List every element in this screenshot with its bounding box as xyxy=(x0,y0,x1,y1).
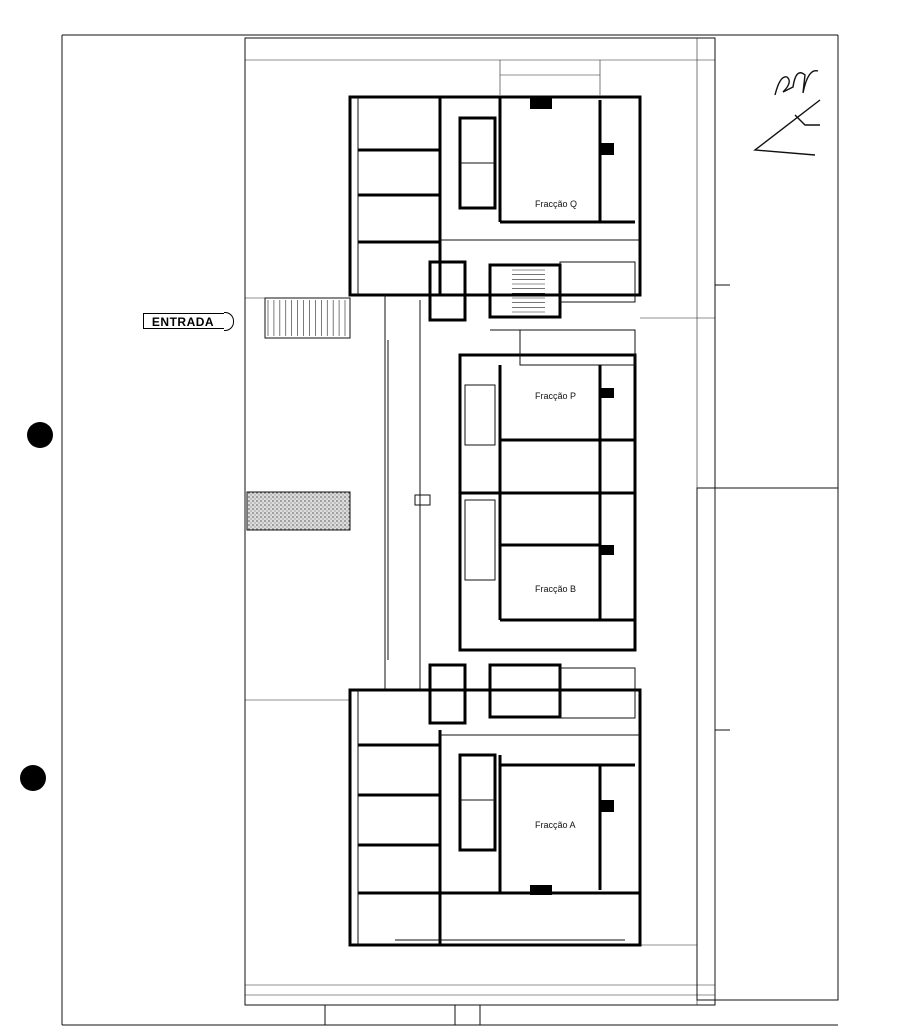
entrance-stair xyxy=(264,297,351,339)
sheet-border xyxy=(61,34,839,1026)
unit-labels: Fracção Q Fracção P Fracção B Fracção A xyxy=(535,199,577,830)
middle-block xyxy=(458,329,637,652)
unit-label-a: Fracção A xyxy=(535,820,576,830)
hatched-area xyxy=(246,491,351,531)
handwritten-signature xyxy=(753,69,821,156)
entrance-label: ENTRADA xyxy=(143,312,234,331)
bottom-block xyxy=(348,663,642,947)
punch-hole xyxy=(20,765,46,791)
unit-label-q: Fracção Q xyxy=(535,199,577,209)
unit-label-p: Fracção P xyxy=(535,391,576,401)
unit-label-b: Fracção B xyxy=(535,584,576,594)
top-block xyxy=(348,95,642,322)
central-corridor xyxy=(384,295,462,690)
grid-axis-ticks xyxy=(324,1005,481,1025)
punch-hole xyxy=(27,422,53,448)
